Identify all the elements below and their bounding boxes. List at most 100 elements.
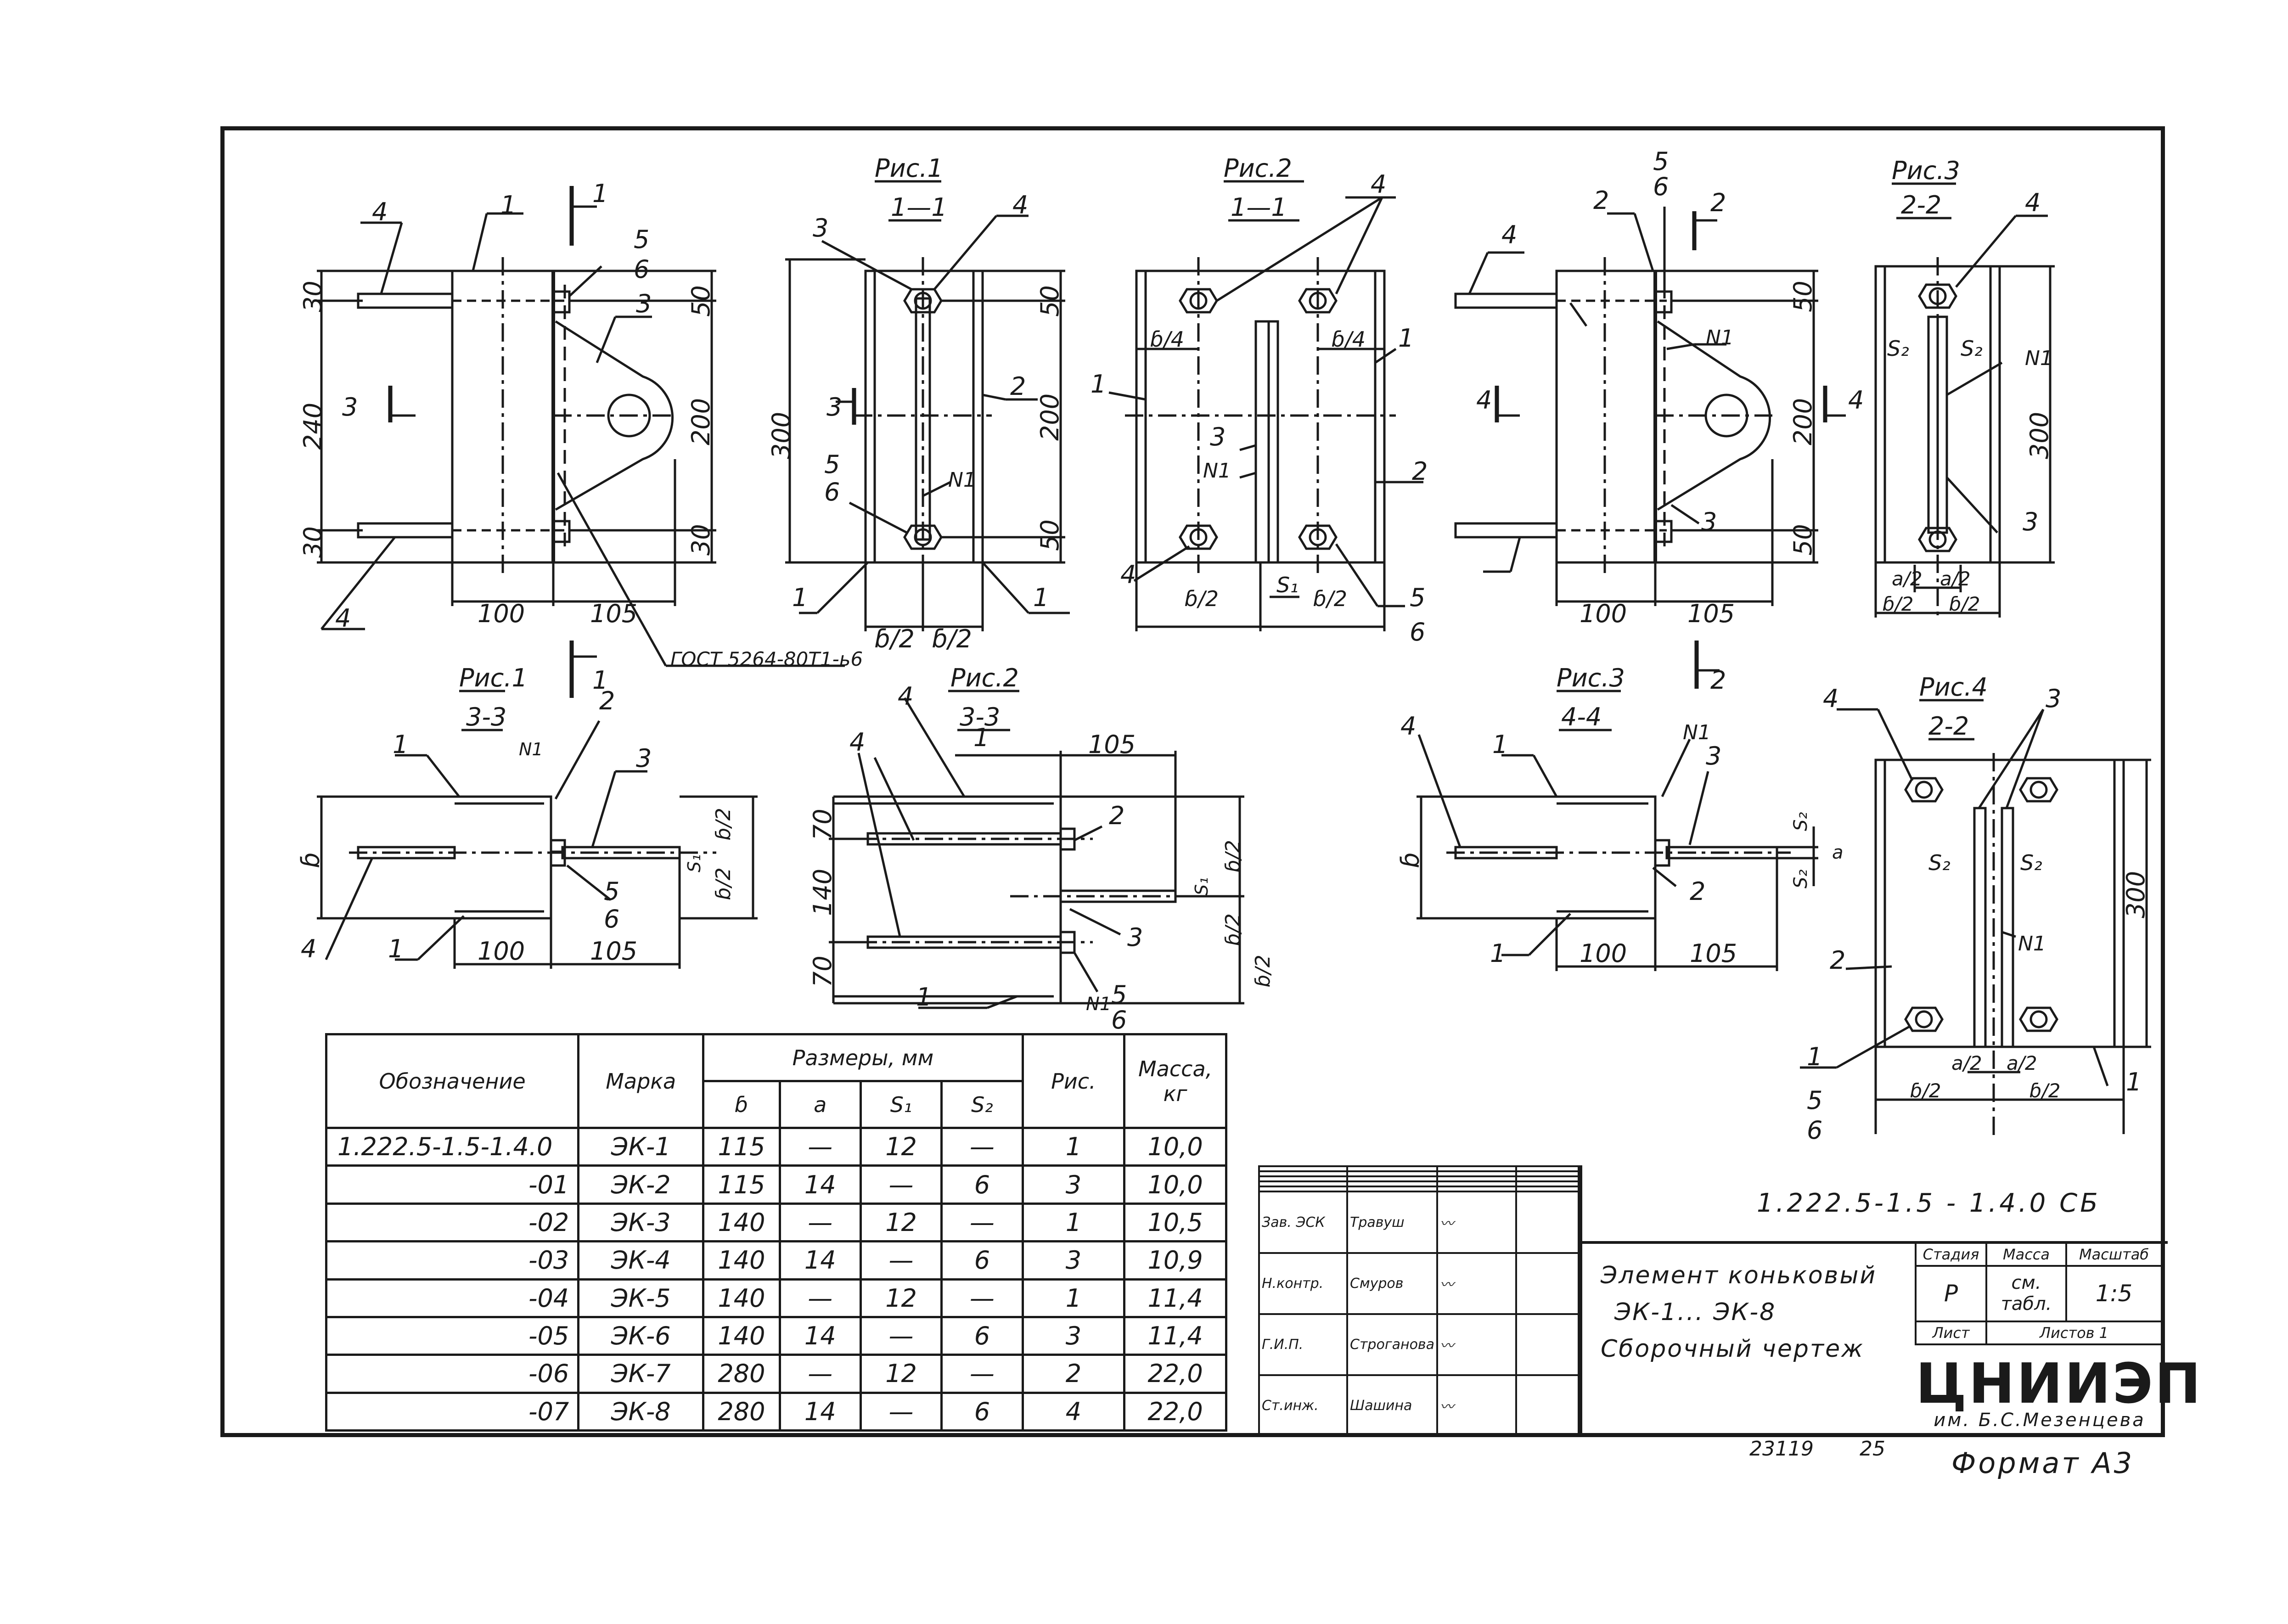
dim-label: ɓ/2 bbox=[1883, 593, 1914, 615]
callout-number: 1 bbox=[388, 934, 404, 963]
signature: 〰 bbox=[1436, 1191, 1517, 1254]
title-line-1: Элемент коньковый bbox=[1601, 1262, 1877, 1289]
callout-number: 3 bbox=[1210, 422, 1226, 451]
dim-label: 105 bbox=[1690, 939, 1737, 968]
cell-s2: — bbox=[940, 1278, 1024, 1318]
cell-designation: -07 bbox=[325, 1391, 580, 1432]
section-title: 3-3 bbox=[466, 702, 506, 731]
callout-number: N1 bbox=[519, 739, 543, 759]
callout-number: N1 bbox=[1203, 459, 1231, 483]
figure-title: Рис.1 bbox=[875, 154, 943, 183]
scale-value: 1:5 bbox=[2065, 1265, 2163, 1322]
signer-role: Г.И.П. bbox=[1258, 1313, 1348, 1376]
callout-number: 1 bbox=[1490, 939, 1506, 968]
dim-label: S₂ bbox=[1790, 812, 1811, 831]
callout-number: 3 bbox=[2046, 684, 2061, 713]
dim-label: 105 bbox=[1088, 730, 1136, 759]
callout-number: 3 bbox=[1701, 507, 1717, 536]
cell-s1: — bbox=[859, 1315, 943, 1356]
callout-number: 3 bbox=[342, 393, 358, 421]
dim-label: ɓ/2 bbox=[1313, 586, 1347, 611]
cell-a: — bbox=[778, 1354, 862, 1394]
dim-label: 30 bbox=[298, 281, 327, 312]
dim-label: ɓ/2 bbox=[1221, 840, 1245, 872]
callout-number: 4 bbox=[2025, 188, 2041, 217]
callout-number: 4 bbox=[1400, 712, 1416, 741]
sheet-number: 25 bbox=[1860, 1437, 1885, 1461]
callout-number: 2 bbox=[1690, 877, 1705, 906]
signature: 〰 bbox=[1436, 1252, 1517, 1315]
figure-title: Рис.2 bbox=[1224, 154, 1292, 183]
dim-label: 100 bbox=[1580, 939, 1627, 968]
stage-header: Стадия bbox=[1915, 1242, 1987, 1267]
dim-label: ɓ/2 bbox=[1251, 955, 1275, 987]
callout-number: 1 bbox=[393, 730, 408, 759]
dim-label: 240 bbox=[298, 403, 327, 450]
callout-number: 3 bbox=[636, 744, 652, 773]
ris3-section-2-2 bbox=[1874, 182, 2055, 618]
dim-label: 300 bbox=[2025, 412, 2054, 459]
col-header-mark: Марка bbox=[577, 1033, 705, 1129]
inventory-number: 23119 bbox=[1749, 1437, 1814, 1461]
dim-label: 50 bbox=[1788, 281, 1817, 312]
ris2-section-1-1 bbox=[1108, 180, 1423, 631]
cell-s2: — bbox=[940, 1126, 1024, 1167]
cell-s2: 6 bbox=[940, 1240, 1024, 1281]
dim-label: a/2 bbox=[2007, 1052, 2037, 1074]
cell-mass: 10,0 bbox=[1123, 1126, 1227, 1167]
section-title: 1—1 bbox=[1231, 193, 1287, 222]
cell-fig: 3 bbox=[1021, 1164, 1126, 1205]
cell-mass: 22,0 bbox=[1123, 1354, 1227, 1394]
stage-table: Стадия Масса Масштаб Р см. табл. 1:5 Лис… bbox=[1915, 1242, 2163, 1346]
cell-mark: ЭК-8 bbox=[577, 1391, 705, 1432]
dim-label: a/2 bbox=[1951, 1052, 1982, 1074]
cell-s1: — bbox=[859, 1164, 943, 1205]
cell-a: — bbox=[778, 1202, 862, 1243]
callout-number: 6 bbox=[1653, 172, 1669, 201]
callout-number: 2 bbox=[1593, 186, 1609, 215]
col-header-mass: Масса, кг bbox=[1123, 1033, 1227, 1129]
callout-number: 5 bbox=[824, 450, 840, 479]
callout-number: 3 bbox=[1127, 923, 1143, 952]
cell-fig: 2 bbox=[1021, 1354, 1126, 1394]
dim-label: 70 bbox=[808, 809, 837, 840]
cell-a: — bbox=[778, 1278, 862, 1318]
figure-title: Рис.3 bbox=[1892, 156, 1960, 185]
mass-header: Масса bbox=[1985, 1242, 2067, 1267]
callout-number: 5 bbox=[634, 225, 649, 254]
callout-number: 6 bbox=[1410, 618, 1425, 646]
dim-label: ɓ/2 bbox=[1221, 913, 1245, 946]
cell-mass: 10,9 bbox=[1123, 1240, 1227, 1281]
cell-designation: -06 bbox=[325, 1354, 580, 1394]
callout-number: 1 bbox=[1033, 583, 1049, 612]
cell-s1: 12 bbox=[859, 1202, 943, 1243]
callout-number: N1 bbox=[2025, 347, 2053, 370]
callout-number: 2 bbox=[1109, 801, 1124, 830]
signer-name: Шашина bbox=[1346, 1374, 1438, 1438]
dim-label: ɓ bbox=[1396, 852, 1425, 868]
section-title: 4-4 bbox=[1561, 702, 1602, 731]
stage-value: Р bbox=[1915, 1265, 1987, 1322]
dim-label: 300 bbox=[2121, 871, 2150, 918]
callout-number: 4 bbox=[1012, 191, 1028, 219]
main-right-view bbox=[1454, 207, 1846, 689]
callout-number: N1 bbox=[1683, 721, 1711, 744]
figure-title: Рис.4 bbox=[1919, 673, 1988, 702]
cell-b: 140 bbox=[702, 1240, 781, 1281]
callout-number: 5 bbox=[1807, 1086, 1822, 1115]
dim-label: 100 bbox=[478, 599, 525, 628]
cell-mark: ЭК-4 bbox=[577, 1240, 705, 1281]
cell-a: — bbox=[778, 1126, 862, 1167]
callout-number: 4 bbox=[1823, 684, 1838, 713]
cell-a: 14 bbox=[778, 1164, 862, 1205]
cell-fig: 1 bbox=[1021, 1126, 1126, 1167]
ris3-section-4-4 bbox=[1417, 690, 1818, 971]
dim-label: a/2 bbox=[1940, 568, 1971, 590]
dim-label: 30 bbox=[298, 526, 327, 558]
ris4-section-2-2 bbox=[1800, 699, 2151, 1139]
dim-label: ɓ/2 bbox=[1949, 593, 1980, 615]
dim-label: S₂ bbox=[1887, 336, 1909, 361]
dim-label: 100 bbox=[1580, 599, 1627, 628]
